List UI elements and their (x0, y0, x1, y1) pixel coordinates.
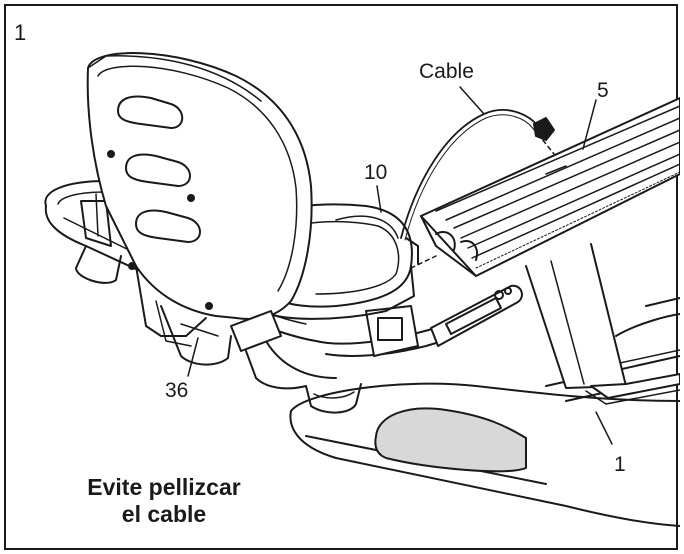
seat-carriage-drawing (160, 305, 282, 366)
upright-column-drawing (525, 243, 680, 405)
assembly-illustration (44, 52, 680, 527)
warning-line-1: Evite pellizcar (87, 474, 241, 500)
callout-part-36: 36 (165, 379, 189, 402)
warning-note: Evite pellizcar el cable (64, 474, 264, 528)
step-number: 1 (14, 20, 27, 45)
side-handle-drawing (365, 284, 523, 357)
leader-lines (187, 86, 613, 445)
cable-drawing (400, 109, 555, 269)
base-frame-drawing (289, 297, 680, 527)
seat-back-drawing (86, 52, 313, 347)
callout-cable: Cable (419, 60, 474, 83)
warning-line-2: el cable (121, 501, 207, 527)
callout-part-5: 5 (597, 79, 609, 102)
callout-part-1: 1 (614, 453, 626, 476)
figure-frame: 1 Cable 5 10 36 1 Evite pellizcar el cab… (4, 4, 680, 550)
callout-part-10: 10 (364, 161, 388, 184)
seat-rail-drawing (420, 97, 680, 277)
